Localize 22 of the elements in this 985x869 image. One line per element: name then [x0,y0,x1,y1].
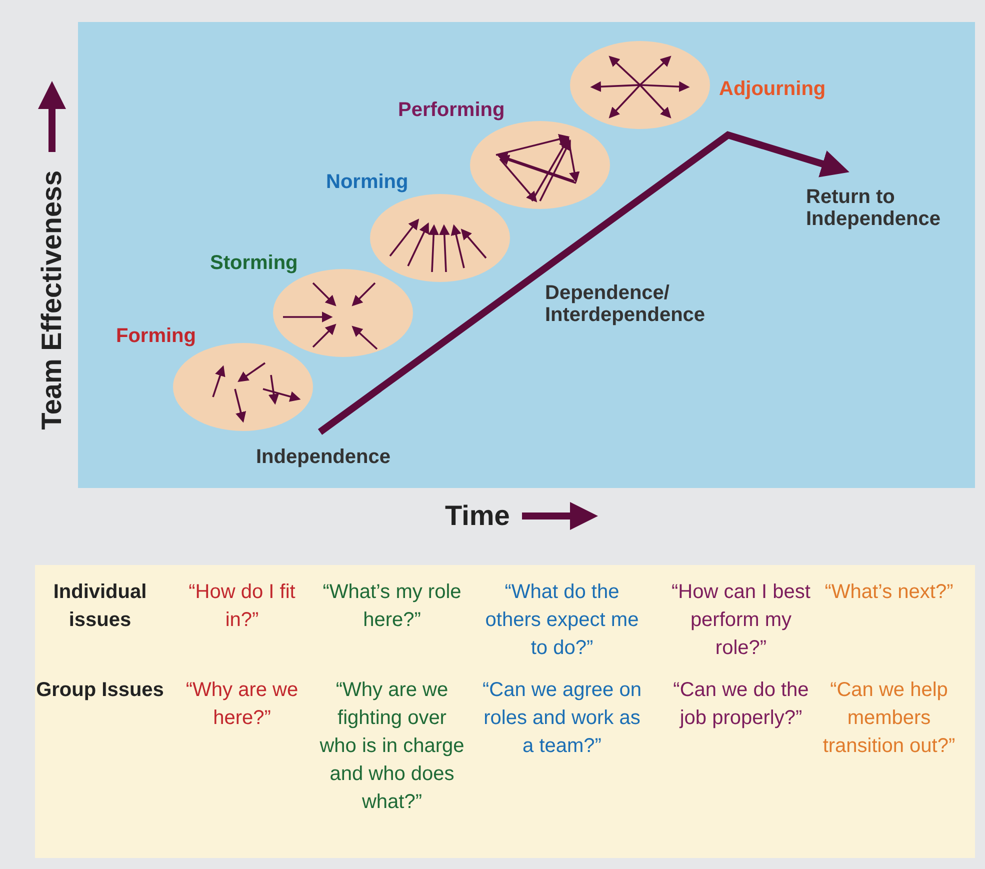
line-label: Return to Independence [806,186,942,230]
quote-text: “Can we do the job properly?” [672,678,810,731]
line-label: Independence [256,446,390,468]
stage-label: Norming [326,171,408,194]
row-header: Individual issues [52,580,148,633]
quote-text: “Can we help members transition out?” [822,678,956,759]
quote-text: “Can we agree on roles and work as a team?” [482,678,642,759]
line-label: Dependence/ Interdependence [545,282,706,326]
stage-label: Forming [116,325,196,348]
quote-text: “What’s my role here?” [322,580,462,633]
axis-title: Time [445,500,510,532]
stage-label: Storming [210,252,298,275]
quote-text: “Why are we fighting over who is in charge and who does what?” [318,678,466,815]
quote-text: “How can I best perform my role?” [670,580,812,661]
quote-text: “What’s next?” [824,580,954,605]
quote-text: “How do I fit in?” [188,580,296,633]
row-header: Group Issues [35,678,165,703]
stage-label: Adjourning [719,78,826,101]
stage-label: Performing [398,99,505,122]
quote-text: “What do the others expect me to do?” [484,580,640,661]
quote-text: “Why are we here?” [184,678,300,731]
axis-title: Team Effectiveness [36,169,68,432]
